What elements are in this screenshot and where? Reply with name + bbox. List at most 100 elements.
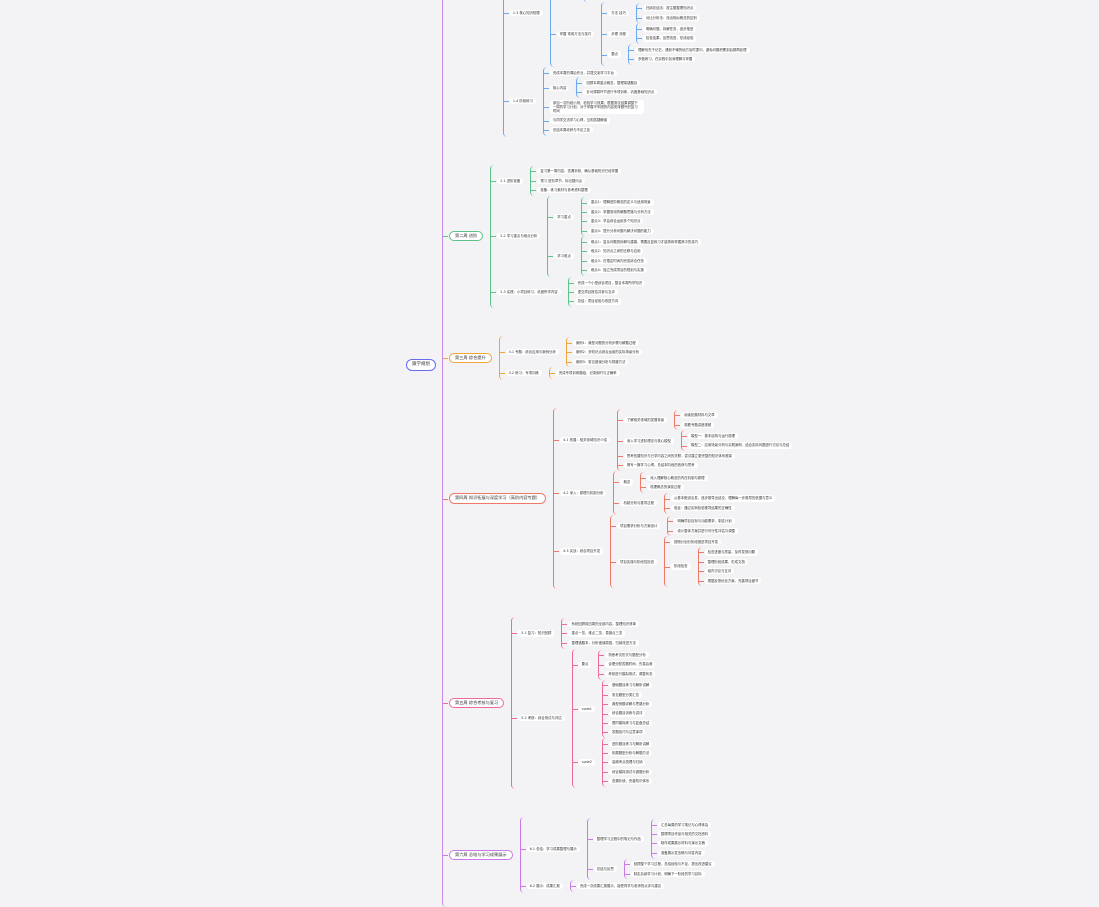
leaf-node[interactable]: 典型例题详解与思路分析 [608,701,653,708]
chapter-node[interactable]: 第三周 综合提升 [449,352,492,363]
topic-node[interactable]: 2.3 实践：小项目练习，巩固所学内容 [497,288,561,296]
leaf-node[interactable]: 明确问题，拆解任务，逐步推进 [642,25,697,33]
leaf-node[interactable]: 模型二：应用场景分析与实践案例，结合实际问题进行讨论与总结 [687,442,793,449]
leaf-node[interactable]: 阅读拓展材料与文章 [681,412,718,419]
topic-node[interactable]: 1.3 核心知识梳理 [509,9,543,17]
leaf-node[interactable]: 整理项目作品与相关的文档资料 [657,830,712,838]
leaf-node[interactable]: 完成专项训练题组，记录用时与正确率 [555,369,620,377]
leaf-node[interactable]: 制定后续学习计划，明确下一阶段的学习目标 [630,870,705,877]
leaf-node[interactable]: 组内讨论与互评 [704,568,735,575]
leaf-node[interactable]: 难点2：知识点之间的迁移与应用 [587,248,644,255]
leaf-node[interactable]: 答题技巧与注意事项 [608,729,646,736]
root-node[interactable]: 跟学规划 [406,358,436,372]
topic-node[interactable]: 4.2 深入：原理与机制分析 [560,489,607,496]
leaf-node[interactable]: 综合模拟测试与错题分析 [608,768,653,775]
chapter-node[interactable]: 第二周 进阶 [449,231,484,242]
topic-node[interactable]: 3.1 专题：综合应用与案例分析 [505,349,559,356]
leaf-node[interactable]: 与同学交流学习心得，互相答疑解惑 [549,117,611,124]
leaf-node[interactable]: 检查进度与质量，及时发现问题 [704,549,759,556]
topic-node[interactable]: 掌握 常用方法与技巧 [556,30,595,37]
topic-node[interactable]: 6.2 展示：成果汇报 [526,882,563,890]
leaf-node[interactable]: 整理错题本，分析错误原因，归纳改进方法 [568,639,639,646]
leaf-node[interactable]: 针对薄弱环节进行专项训练，巩固基础知识点 [583,89,658,96]
leaf-node[interactable]: 准备展示发言稿与问答内容 [657,849,705,856]
leaf-node[interactable]: 根据反馈优化方案，完善项目细节 [704,577,762,584]
leaf-node[interactable]: 总结：项目经验与改进方向 [574,298,622,305]
leaf-node[interactable]: 观看专题讲座视频 [681,421,715,428]
leaf-node[interactable]: 案例1：典型问题的分析步骤与解题过程 [572,339,639,346]
leaf-node[interactable]: 明确项目目标与功能需求，制定计划 [674,518,735,525]
topic-node[interactable]: 要点 [608,51,622,58]
leaf-node[interactable]: 完成本周的课后作业，并提交到学习平台 [549,69,617,76]
topic-node[interactable]: 4.1 拓展：相关领域知识介绍 [560,436,610,443]
topic-node[interactable]: 了解相关领域的发展背景 [623,416,668,424]
topic-node[interactable]: 方法 技巧 [608,9,629,17]
leaf-node[interactable]: 复习第一周内容，查漏补缺，确认基础知识已经掌握 [537,168,622,175]
leaf-node[interactable]: 难点1：复杂问题的拆解与建模，需要反复练习才能熟练掌握其中的技巧 [587,238,702,246]
leaf-node[interactable]: 参加一次阶段小测，检验学习效果；根据测试结果调整下一周的学习计划，对于掌握不牢固… [549,99,644,115]
topic-node[interactable]: 3.2 练习：专项训练 [505,369,542,377]
leaf-node[interactable]: 提交项目报告并参与互评 [574,288,618,296]
leaf-node[interactable]: 重点3：学会综合运用多个知识点 [587,218,644,225]
topic-node[interactable]: 项目需求分析与方案设计 [617,522,661,530]
leaf-node[interactable]: 多做练习，在实践中加深理解与掌握 [635,56,696,63]
chapter-node[interactable]: 第六周 总结与学习成果展示 [449,849,513,860]
topic-node[interactable]: 2.2 学习重点与难点分析 [497,233,541,240]
leaf-node[interactable]: 总结本周收获与不足之处 [549,126,594,134]
leaf-node[interactable]: 验证：通过实例检验推导结果的正确性 [671,504,735,511]
topic-node[interactable]: 2.1 进阶准备 [497,177,524,184]
leaf-node[interactable]: 系统回顾前四周的全部内容，整理知识清单 [568,620,639,628]
topic-node[interactable]: 项目实施与阶段性检查 [617,558,657,565]
topic-node[interactable]: 概念 [620,479,634,486]
leaf-node[interactable]: 进阶题目练习与解析讲解 [608,740,653,747]
chapter-node[interactable]: 第四周 知识拓展与深度学习（高阶内容专题） [449,493,547,504]
leaf-node[interactable]: 熟悉考试形式与题型分布 [605,652,649,659]
leaf-node[interactable]: 归纳总结法：按主题整理知识点 [642,5,697,12]
leaf-node[interactable]: 限时模拟练习与复盘总结 [608,719,653,727]
leaf-node[interactable]: 查漏补缺，完善知识体系 [608,778,653,785]
leaf-node[interactable]: 检查结果，反思改进，形成经验 [642,35,697,42]
leaf-node[interactable]: 案例3：常见错误分析与规避方法 [572,358,629,365]
topic-node[interactable]: 核心内容 [549,84,570,91]
topic-node[interactable]: 深入学习进阶理论与核心模型 [623,437,674,444]
leaf-node[interactable]: 案例2：多知识点综合运用的实际场景分析 [572,349,643,356]
topic-node[interactable]: 学习难点 [554,253,574,260]
topic-node[interactable]: 5.1 复习：知识回顾 [518,630,555,637]
leaf-node[interactable]: 从基本假设出发，逐步推导出结论，理解每一步推导的依据与意义 [671,495,776,502]
leaf-node[interactable]: 重点一览，难点二览，易错点三览 [568,630,626,637]
leaf-node[interactable]: 重点4：提升分析问题与解决问题的能力 [587,227,654,234]
leaf-node[interactable]: 设计整体方案并进行可行性评估与调整 [674,527,739,534]
topic-node[interactable]: 1.4 阶段练习 [509,98,536,105]
topic-node[interactable]: 总结与反思 [593,865,617,873]
leaf-node[interactable]: 拓展题型分析与解题方法 [608,750,653,757]
leaf-node[interactable]: 完成一次成果汇报展示，接受同学与老师的点评与建议 [576,882,665,890]
leaf-node[interactable]: 汇总每周的学习笔记与心得体会 [657,821,712,828]
topic-node[interactable]: 阶段检查 [671,563,691,570]
leaf-node[interactable]: 难点4：独立完成项目的规划与实施 [587,267,647,274]
topic-node[interactable]: 要点 [578,661,592,668]
topic-node[interactable]: code2 [578,759,595,766]
leaf-node[interactable]: 基础题目练习与解析讲解 [608,682,653,689]
leaf-node[interactable]: 完成一个小型综合项目，整合本周所学知识 [574,279,646,286]
leaf-node[interactable]: 难点3：在限定时间内完成综合任务 [587,257,647,264]
leaf-node[interactable]: 预习 进阶章节，标记疑问点 [537,177,586,184]
topic-node[interactable]: 整理学习过程中的笔记与作品 [593,835,644,842]
leaf-node[interactable]: 考前进行模拟测试，调整状态 [605,670,656,678]
leaf-node[interactable]: 高频考点梳理与归纳 [608,759,646,766]
leaf-node[interactable]: 综合题目训练与讲评 [608,710,646,717]
leaf-node[interactable]: 回顾本周重点概念，整理易错题目 [583,79,641,87]
leaf-node[interactable]: 回顾整个学习过程，总结经验与不足，提出改进建议 [630,861,715,868]
leaf-node[interactable]: 重点1：理解进阶概念的定义与适用场景 [587,199,654,206]
topic-node[interactable]: 4.3 实战：综合项目开发 [560,548,604,555]
chapter-node[interactable]: 第五周 综合考核与复习 [449,698,505,709]
leaf-node[interactable]: 思考拓展知识与已学内容之间的关联，尝试建立更完整的知识体系框架 [623,452,735,460]
leaf-node[interactable]: 常见题型分类汇总 [608,691,643,698]
leaf-node[interactable]: 合理分配答题时间，先易后难 [605,661,656,668]
leaf-node[interactable]: 模型一：基本结构与运行原理 [687,433,739,440]
leaf-node[interactable]: 重点2：掌握常用的解题思路与分析方法 [587,208,654,216]
topic-node[interactable]: 6.1 总结：学习成果整理与展示 [526,846,580,853]
topic-node[interactable]: 5.2 考核：综合测试与评估 [518,715,565,722]
leaf-node[interactable]: 理解优先于记忆，遇到不懂的地方及时提问，避免问题积累到后期再处理 [635,46,750,53]
leaf-node[interactable]: 整理阶段成果，形成文档 [704,558,748,565]
topic-node[interactable]: 学习重点 [554,213,574,220]
